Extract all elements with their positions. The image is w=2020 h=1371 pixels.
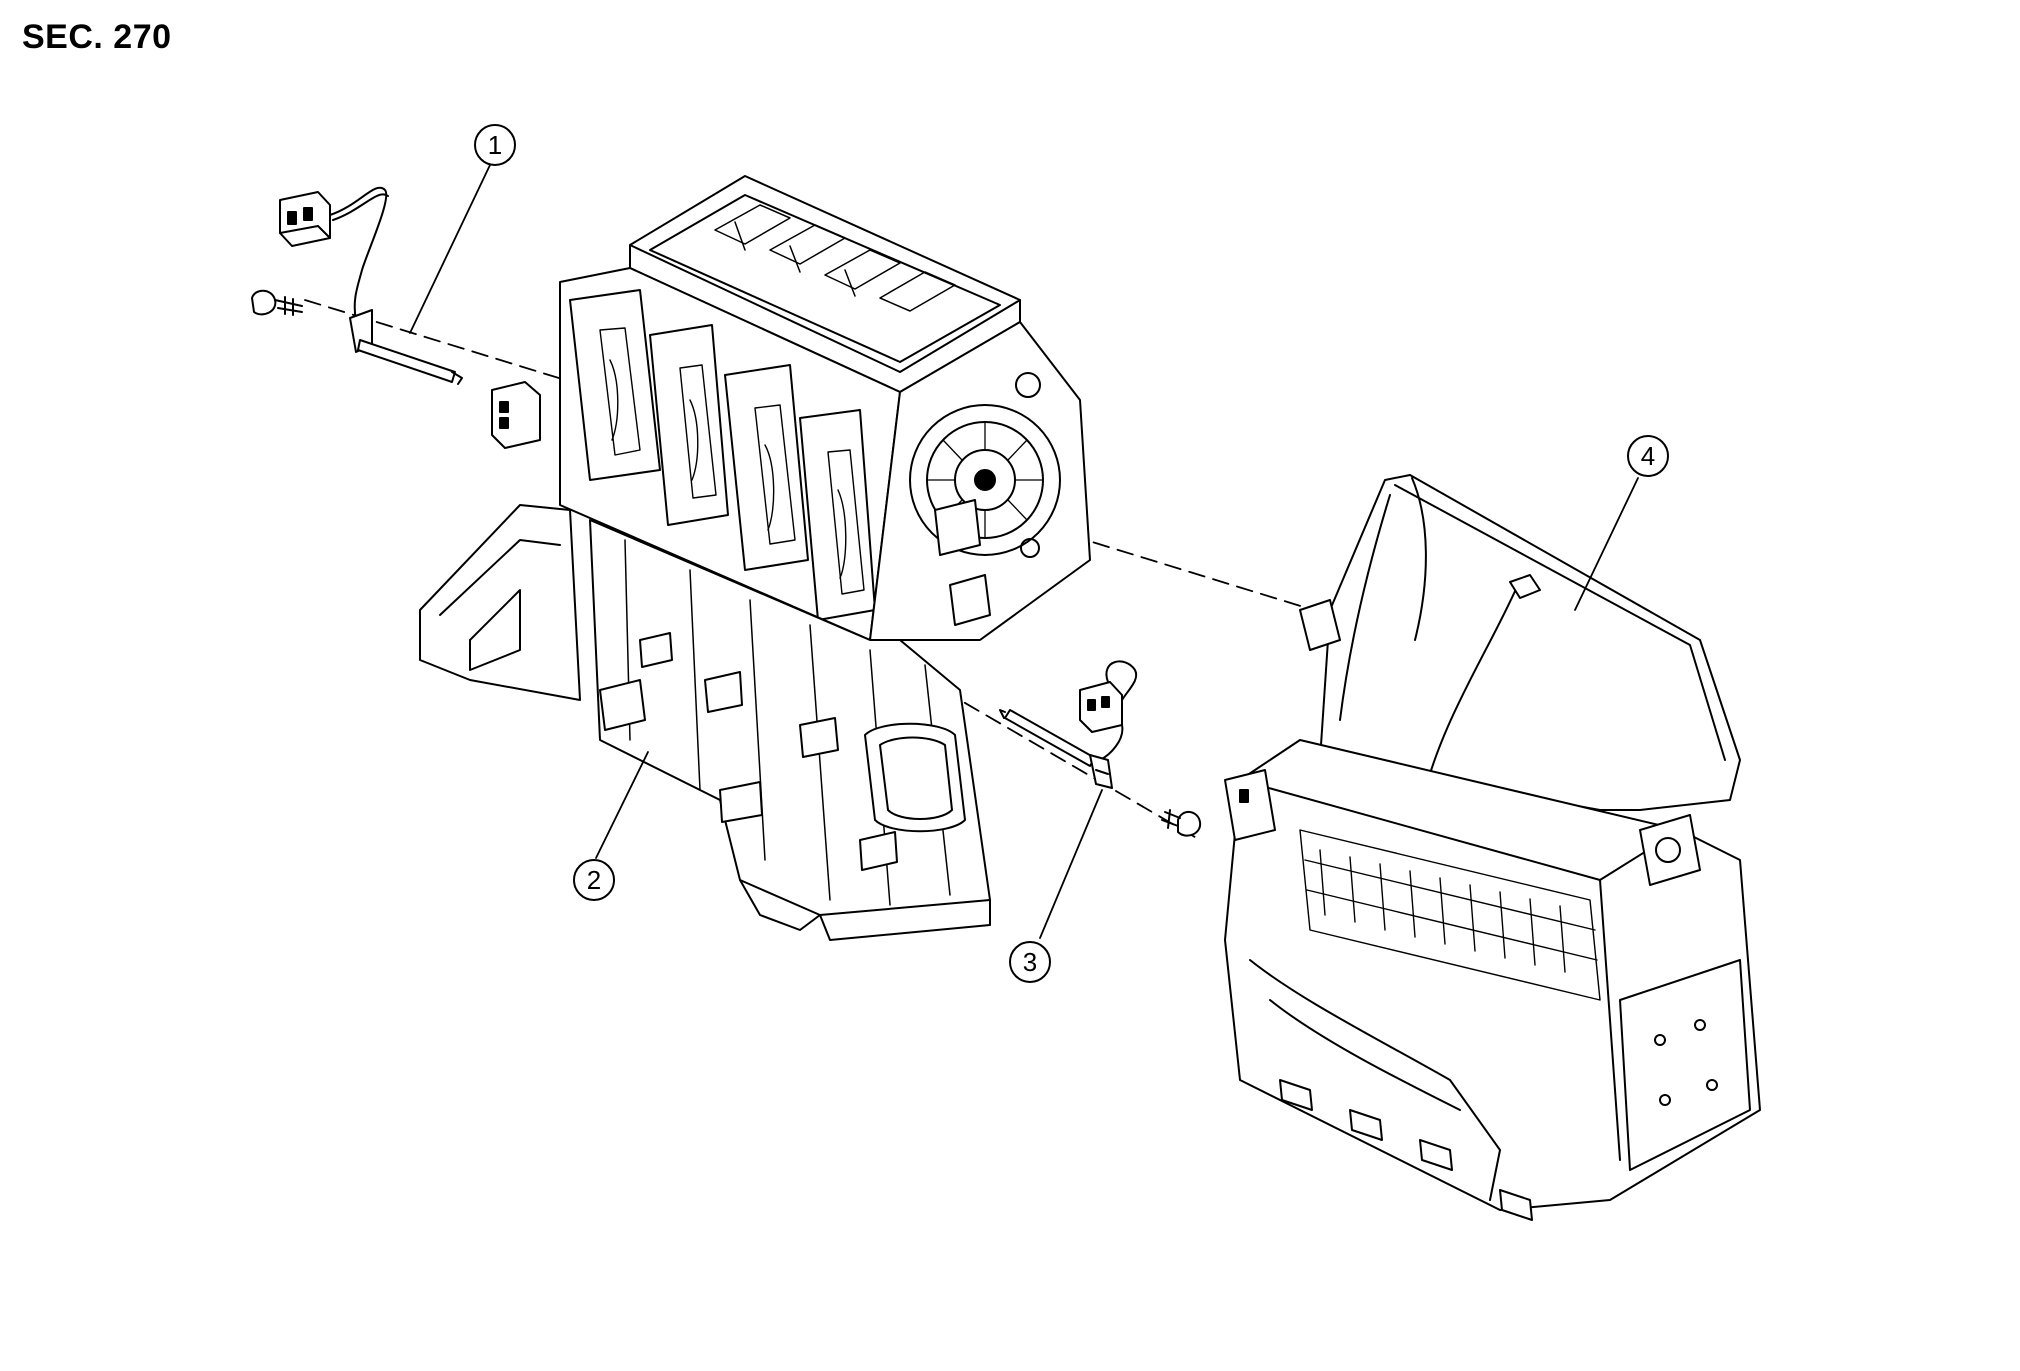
part-1-sensor	[251, 186, 463, 385]
part-4-case-assembly	[1224, 474, 1761, 1221]
callout-1-number: 1	[488, 130, 502, 160]
callout-2: 2	[573, 859, 615, 901]
callout-2-number: 2	[587, 865, 601, 895]
part-3-sensor	[999, 660, 1202, 837]
section-label: SEC. 270	[22, 18, 172, 56]
callout-4: 4	[1627, 435, 1669, 477]
part-2-heater-unit	[419, 175, 1091, 941]
callout-3-number: 3	[1023, 947, 1037, 977]
callout-3: 3	[1009, 941, 1051, 983]
callout-1: 1	[474, 124, 516, 166]
callout-4-number: 4	[1641, 441, 1655, 471]
leader-lines	[409, 164, 1639, 939]
